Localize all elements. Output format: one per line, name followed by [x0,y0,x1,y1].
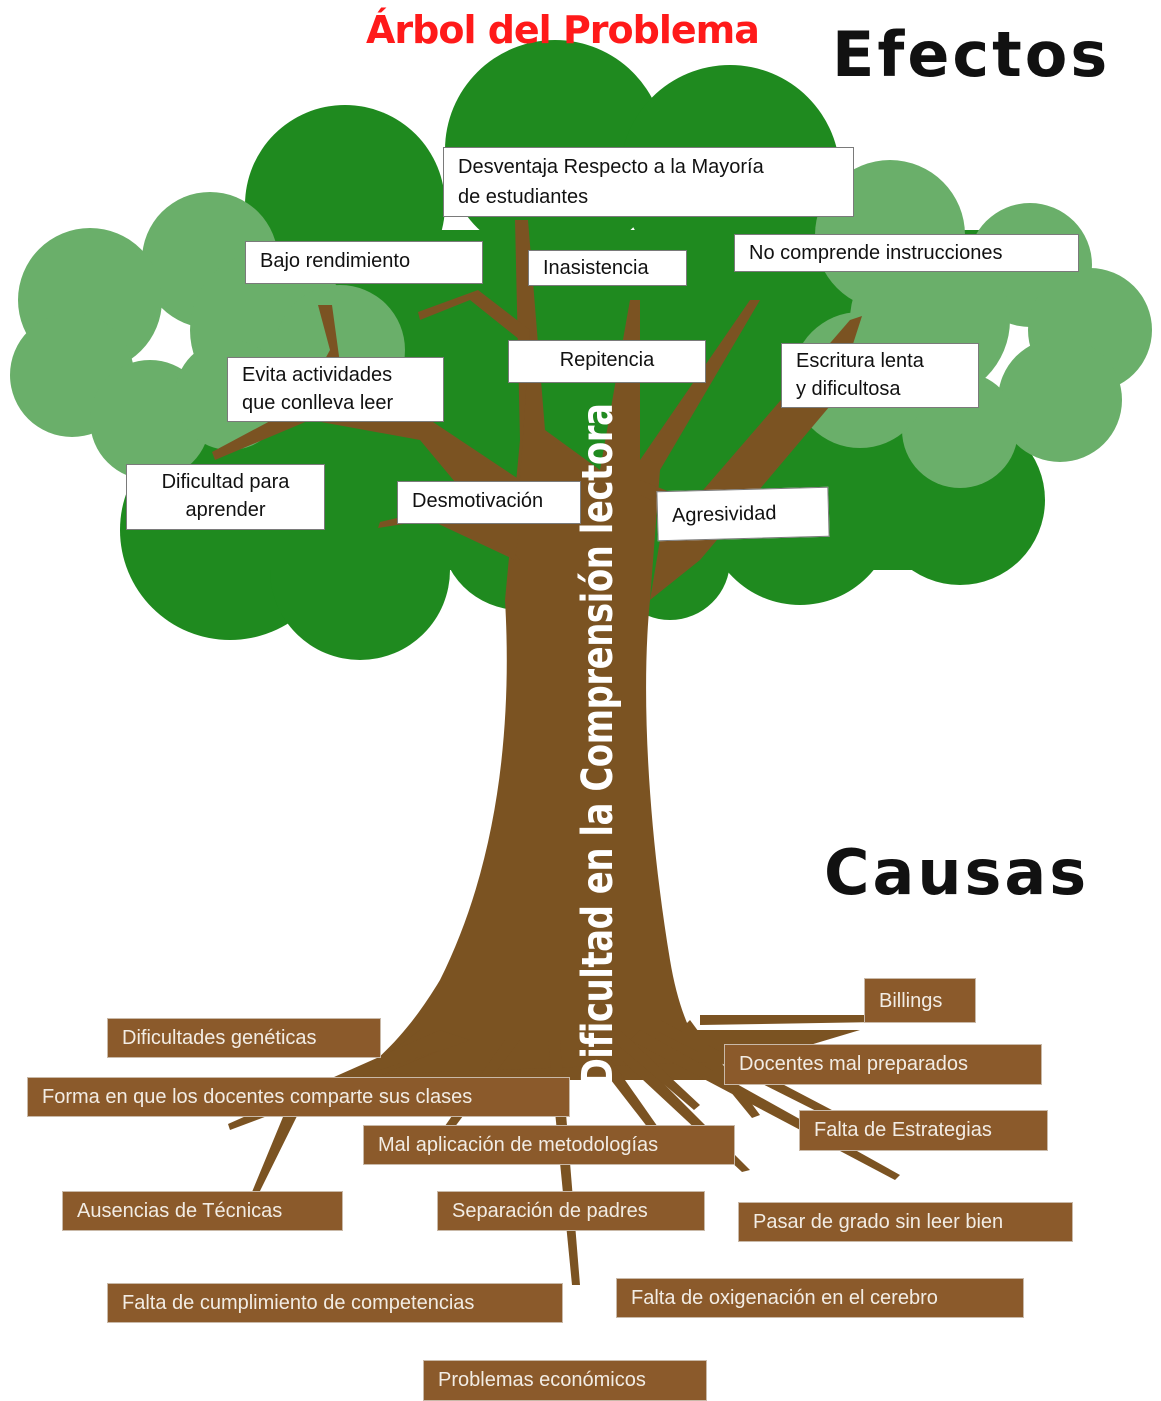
causes-heading: Causas [824,836,1090,909]
effect-inasistencia: Inasistencia [528,250,687,286]
effect-agresividad: Agresividad [656,486,830,542]
effect-no-comprende: No comprende instrucciones [734,234,1079,272]
cause-ausencias-tecnicas: Ausencias de Técnicas [62,1191,343,1231]
effect-evita-actividades: Evita actividades que conlleva leer [227,357,444,422]
effect-desmotivacion: Desmotivación [397,481,581,524]
cause-mal-aplicacion: Mal aplicación de metodologías [363,1125,735,1165]
effect-dificultad-aprender: Dificultad para aprender [126,464,325,530]
effect-repitencia: Repitencia [508,340,706,383]
cause-billings: Billings [864,978,976,1023]
effects-heading: Efectos [832,18,1111,91]
cause-falta-cumplimiento: Falta de cumplimiento de competencias [107,1283,563,1323]
cause-dificultades-geneticas: Dificultades genéticas [107,1018,381,1058]
cause-pasar-grado: Pasar de grado sin leer bien [738,1202,1073,1242]
cause-separacion-padres: Separación de padres [437,1191,705,1231]
cause-problemas-economicos: Problemas económicos [423,1360,707,1401]
effect-bajo-rendimiento: Bajo rendimiento [245,241,483,284]
cause-falta-estrategias: Falta de Estrategias [799,1110,1048,1151]
cause-docentes-mal-preparados: Docentes mal preparados [724,1044,1042,1085]
cause-forma-docentes: Forma en que los docentes comparte sus c… [27,1077,570,1117]
diagram-title: Árbol del Problema [366,8,760,52]
effect-desventaja: Desventaja Respecto a la Mayoría de estu… [443,147,854,217]
cause-falta-oxigenacion: Falta de oxigenación en el cerebro [616,1278,1024,1318]
effect-escritura-lenta: Escritura lenta y dificultosa [781,343,979,408]
